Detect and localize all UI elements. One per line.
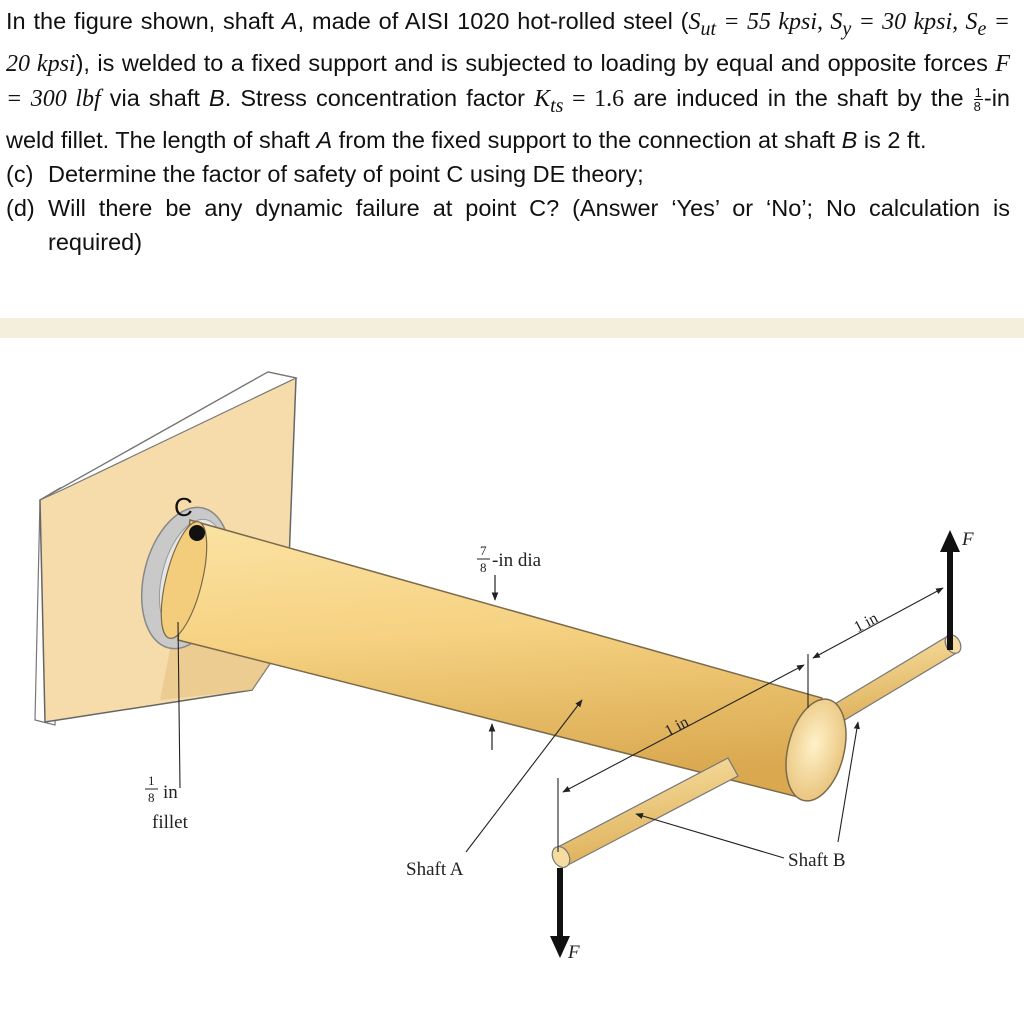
point-c-label: C (174, 492, 193, 522)
intro-text: In the figure shown, shaft (6, 8, 282, 34)
part-c: (c) Determine the factor of safety of po… (6, 157, 1010, 191)
part-d-text: Will there be any dynamic failure at poi… (48, 194, 1010, 255)
svg-text:Shaft B: Shaft B (788, 850, 846, 871)
intro-text: is 2 ft. (857, 126, 927, 153)
diameter-callout: 7 8 -in dia (477, 543, 542, 750)
problem-statement: In the figure shown, shaft A, made of AI… (6, 4, 1010, 259)
shaft-figure: C 7 8 -in dia 1 8 in fillet 1 in (0, 338, 1024, 1016)
stress-concentration: Kts = 1.6 (534, 85, 625, 117)
shaft-a-ref: A (281, 8, 298, 34)
problem-intro: In the figure shown, shaft A, made of AI… (6, 4, 1010, 157)
part-c-label: (c) (6, 160, 34, 187)
point-c-marker (189, 525, 205, 541)
shaft-a-ref: A (316, 126, 333, 153)
svg-text:fillet: fillet (152, 812, 189, 833)
part-d: (d) Will there be any dynamic failure at… (6, 191, 1010, 259)
svg-text:8: 8 (480, 560, 487, 575)
shaft-b-ref: B (209, 84, 225, 111)
shaft-diagram: C 7 8 -in dia 1 8 in fillet 1 in (34, 371, 974, 963)
force-arrow-down: F (550, 868, 580, 963)
svg-text:F: F (567, 942, 580, 963)
svg-text:8: 8 (148, 790, 155, 805)
intro-text: via shaft (100, 84, 209, 111)
fillet-callout: 1 8 in fillet (145, 621, 189, 833)
intro-text: ), is welded to a fixed support and is s… (75, 49, 996, 76)
svg-text:-in dia: -in dia (492, 550, 542, 571)
intro-text: from the fixed support to the connection… (332, 126, 842, 153)
svg-text:1 in: 1 in (851, 610, 881, 636)
shaft-b-ref: B (841, 126, 858, 153)
shaft-b-rear (827, 634, 962, 725)
part-d-label: (d) (6, 194, 35, 221)
intro-text: -in weld fillet. The length of shaft (6, 84, 1011, 153)
svg-text:Shaft A: Shaft A (406, 859, 464, 880)
shaft-b-front (551, 757, 739, 869)
shaft-a-callout: Shaft A (406, 699, 583, 880)
force-arrow-up: F (940, 529, 974, 650)
intro-text: . Stress concentration factor (224, 84, 535, 111)
intro-text: are induced in the shaft by the (624, 84, 973, 111)
part-c-text: Determine the factor of safety of point … (48, 160, 644, 187)
svg-text:in: in (163, 782, 178, 803)
shaft-b-callout: Shaft B (635, 721, 860, 871)
svg-text:F: F (961, 529, 974, 550)
section-divider (0, 318, 1024, 338)
svg-text:1: 1 (148, 773, 155, 788)
svg-text:7: 7 (480, 543, 487, 558)
force-equation: F = 300 lbf (6, 50, 1010, 112)
intro-text: , made of AISI 1020 hot-rolled steel ( (297, 8, 689, 34)
material-properties: Sut = 55 kpsi, Sy = 30 kpsi, Se = 20 kps… (6, 9, 1010, 77)
dimension-1in-b: 1 in (812, 587, 944, 659)
